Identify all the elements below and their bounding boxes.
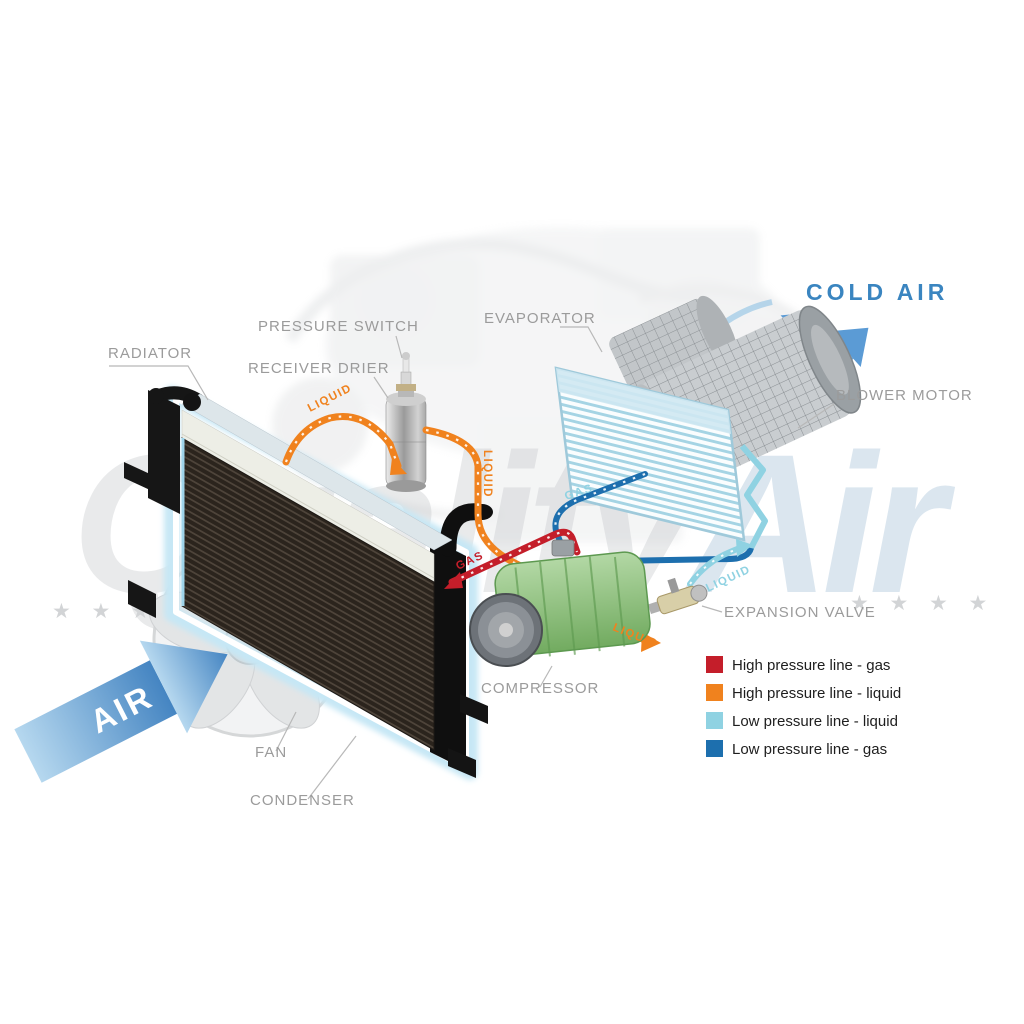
radiator-label: RADIATOR (108, 345, 192, 362)
inlet-spout-cap (471, 504, 493, 520)
right-frame-bar (430, 538, 466, 770)
low-pressure-gas-run (611, 546, 754, 564)
cold-air-label: COLD AIR (806, 279, 948, 305)
left-pipe-cap (148, 388, 164, 404)
leader-compressor (539, 665, 553, 688)
compressor-label: COMPRESSOR (481, 680, 599, 697)
high-pressure-gas-line (444, 528, 581, 589)
left-frame-bar (148, 390, 180, 514)
fan-label: FAN (255, 744, 287, 761)
component-labels: RADIATOR PRESSURE SWITCH RECEIVER DRIER … (108, 310, 973, 809)
evaporator-label: EVAPORATOR (484, 310, 596, 327)
leader-blower-motor (797, 403, 835, 429)
leader-lines (109, 326, 835, 800)
pressure-switch-part (396, 352, 416, 391)
left-bracket-lower (128, 580, 156, 618)
leader-evaporator (560, 326, 603, 353)
drier-top (386, 392, 426, 406)
leader-receiver-drier (373, 376, 389, 399)
expansion-valve (647, 577, 708, 615)
low-pressure-liquid-line (687, 544, 745, 587)
tank-seam (181, 433, 435, 579)
blower-motor (609, 295, 862, 491)
gas-line-compressor-to-condenser (448, 528, 581, 586)
legend-label-low-liquid: Low pressure line - liquid (732, 713, 898, 730)
liquid-arrowhead (390, 458, 407, 475)
legend-label-high-gas: High pressure line - gas (732, 657, 890, 674)
compressor (469, 539, 651, 667)
legend-swatch-high-gas (706, 656, 723, 673)
leader-pressure-switch (395, 335, 403, 359)
watermark-stars-right: ★ ★ ★ ★ (850, 591, 994, 615)
gas-line-ticks (554, 472, 646, 550)
legend-swatch-high-liquid (706, 684, 723, 701)
pipe-label-liquid-2: LIQUID (481, 450, 493, 498)
expansion-valve-label: EXPANSION VALVE (724, 604, 876, 621)
right-tab-upper (460, 694, 488, 724)
low-pressure-liquid-coil (739, 444, 768, 550)
receiver-drier-label: RECEIVER DRIER (248, 360, 390, 377)
legend: High pressure line - gas High pressure l… (706, 656, 901, 758)
pressure-switch-label: PRESSURE SWITCH (258, 318, 419, 335)
gas-arrowhead (444, 572, 463, 589)
pulley-hub (499, 623, 513, 637)
top-left-cap (183, 393, 201, 411)
leader-condenser (307, 735, 357, 800)
legend-swatch-low-liquid (706, 712, 723, 729)
legend-label-low-gas: Low pressure line - gas (732, 741, 887, 758)
condenser-label: CONDENSER (250, 792, 355, 809)
blower-motor-label: BLOWER MOTOR (836, 387, 973, 404)
leader-expansion-valve (701, 605, 723, 613)
legend-label-high-liquid: High pressure line - liquid (732, 685, 901, 702)
right-tab-lower (448, 748, 476, 778)
drier-bottom (386, 480, 426, 492)
liquid-arrowhead (736, 539, 753, 557)
drier-neck (398, 388, 414, 397)
evaporator (554, 366, 746, 542)
evaporator-top-band (556, 368, 731, 434)
leader-fan (275, 711, 297, 752)
liquid-line-ticks (284, 415, 400, 467)
legend-swatch-low-gas (706, 740, 723, 757)
leader-radiator (109, 365, 209, 401)
left-bracket-upper (124, 462, 150, 490)
condenser-radiator (124, 386, 493, 780)
compressor-port (551, 539, 575, 557)
